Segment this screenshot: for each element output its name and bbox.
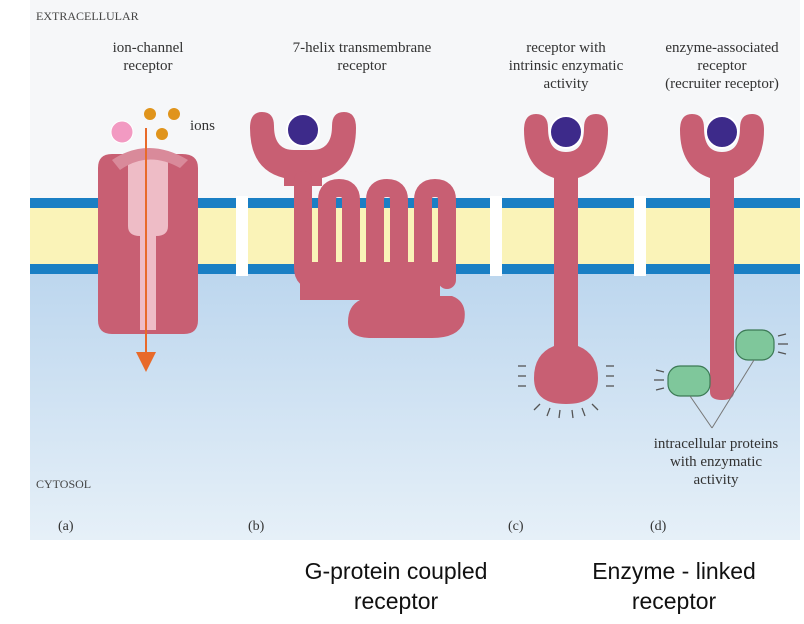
enzymatic-activity-rays bbox=[518, 365, 614, 419]
gpcr-helices bbox=[294, 171, 456, 289]
recruiter-receptor-body bbox=[680, 114, 764, 400]
intracellular-protein-1 bbox=[735, 329, 775, 361]
cytosol-label: CYTOSOL bbox=[36, 477, 91, 491]
ion-3 bbox=[156, 128, 168, 140]
panel-b-letter: (b) bbox=[248, 519, 265, 534]
ion-2 bbox=[168, 108, 180, 120]
intrinsic-receptor-body bbox=[524, 114, 608, 404]
enzyme-caption-line2: receptor bbox=[631, 588, 717, 614]
intracellular-protein-2 bbox=[667, 365, 711, 397]
ion-channel-pore bbox=[128, 158, 168, 330]
panel-a-title-line2: receptor bbox=[123, 58, 172, 74]
panel-c-intrinsic-enzyme-receptor: receptor with intrinsic enzymatic activi… bbox=[508, 40, 624, 534]
small-ligand bbox=[110, 120, 134, 144]
enzyme-caption-line1: Enzyme - linked bbox=[592, 558, 756, 584]
recruited-enzyme-rays bbox=[654, 333, 788, 391]
gpcr-caption-line2: receptor bbox=[353, 588, 439, 614]
gpcr-caption-line1: G-protein coupled bbox=[304, 558, 488, 584]
panel-a-title-line1: ion-channel bbox=[113, 40, 184, 56]
intracellular-proteins-line3: activity bbox=[694, 472, 739, 488]
panel-d-title-line3: (recruiter receptor) bbox=[665, 76, 779, 92]
ions-label: ions bbox=[190, 118, 215, 134]
extracellular-label: EXTRACELLULAR bbox=[36, 9, 139, 23]
ion-channel-gate bbox=[112, 148, 188, 170]
intracellular-proteins-line1: intracellular proteins bbox=[654, 436, 779, 452]
receptor-types-diagram: EXTRACELLULAR CYTOSOL ion-channel recept… bbox=[30, 9, 800, 540]
panel-a-letter: (a) bbox=[58, 519, 74, 534]
panel-d-enzyme-associated-receptor: enzyme-associated receptor (recruiter re… bbox=[650, 40, 788, 534]
panel-b-title-line2: receptor bbox=[337, 58, 386, 74]
enzyme-linked-caption: Enzyme - linked receptor bbox=[540, 556, 804, 616]
panel-a-ion-channel-receptor: ion-channel receptor ions (a) bbox=[58, 40, 215, 534]
panel-d-title-line2: receptor bbox=[697, 58, 746, 74]
recruiter-receptor-ligand bbox=[705, 115, 739, 149]
panel-c-title-line1: receptor with bbox=[526, 40, 606, 56]
panel-d-title-line1: enzyme-associated bbox=[665, 40, 779, 56]
intrinsic-receptor-ligand bbox=[549, 115, 583, 149]
ion-1 bbox=[144, 108, 156, 120]
gpcr-intracellular-domain bbox=[300, 262, 465, 338]
panel-d-letter: (d) bbox=[650, 519, 667, 534]
gpcr-ligand-cup bbox=[250, 112, 356, 186]
pointer-line-2 bbox=[711, 359, 755, 429]
panel-c-title-line2: intrinsic enzymatic bbox=[509, 58, 624, 74]
panel-c-letter: (c) bbox=[508, 519, 524, 534]
panel-c-title-line3: activity bbox=[544, 76, 589, 92]
pointer-line-1 bbox=[689, 395, 713, 429]
intracellular-proteins-line2: with enzymatic bbox=[670, 454, 762, 470]
panel-b-7-helix-receptor: 7-helix transmembrane receptor (b) bbox=[248, 40, 465, 534]
gpcr-ligand bbox=[286, 113, 320, 147]
gpcr-caption: G-protein coupled receptor bbox=[256, 556, 536, 616]
panel-b-title-line1: 7-helix transmembrane bbox=[293, 40, 432, 56]
